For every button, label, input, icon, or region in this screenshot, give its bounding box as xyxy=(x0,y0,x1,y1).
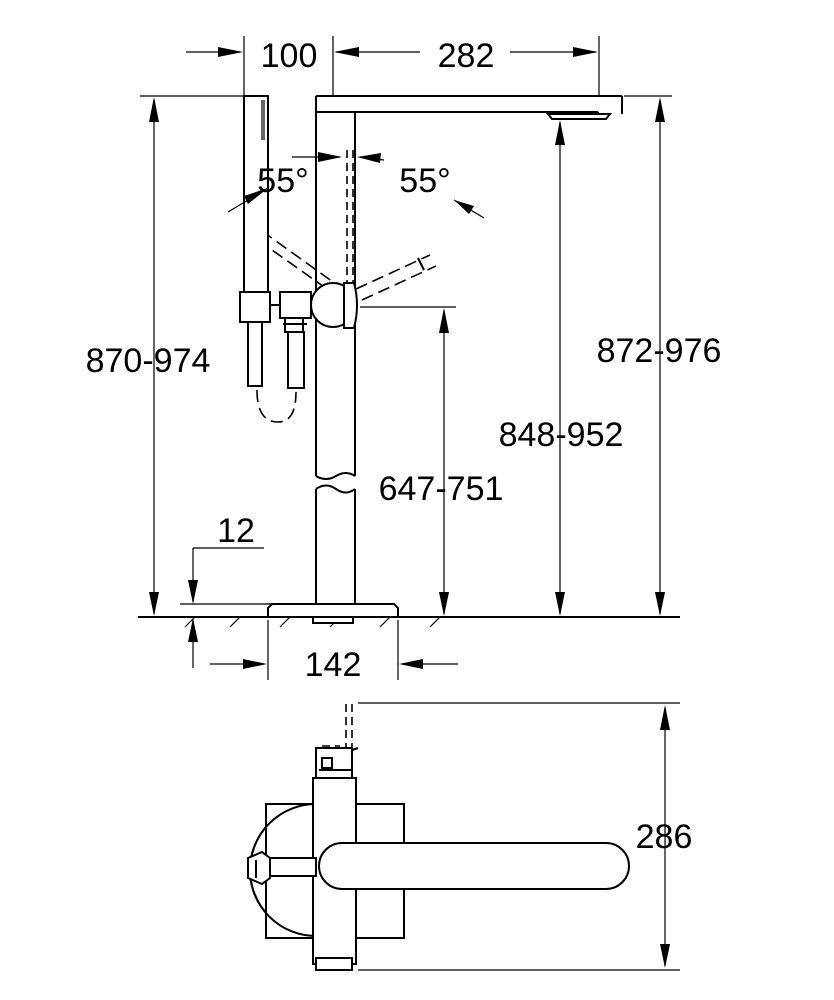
lever-rest-position xyxy=(346,150,354,300)
dim-spout-top-height: 872-976 xyxy=(597,95,722,616)
diverter-connection xyxy=(279,291,312,319)
dim-total-height: 870-974 xyxy=(86,95,244,616)
plate-fixing xyxy=(312,616,354,624)
dim-outlet-height-label: 848-952 xyxy=(499,416,624,454)
dim-spout-reach-label: 282 xyxy=(438,37,495,75)
plan-column-base xyxy=(315,957,353,971)
plan-view: 286 xyxy=(247,702,693,971)
mixer-knob xyxy=(343,282,358,329)
dim-plate-thickness-label: 12 xyxy=(217,512,255,550)
spout-outlet xyxy=(545,113,613,120)
dim-plan-depth: 286 xyxy=(358,702,693,971)
dim-plan-depth-label: 286 xyxy=(636,818,693,856)
dim-outlet-height: 848-952 xyxy=(499,120,624,616)
dim-mixer-height-label: 647-751 xyxy=(379,470,504,508)
dim-rotation-angles: 55° 55° xyxy=(227,152,485,219)
dim-spout-reach: 282 xyxy=(332,36,600,96)
dim-handshower-offset: 100 xyxy=(186,36,317,96)
front-elevation-view: 870-974 100 282 xyxy=(86,36,722,684)
dim-plate-width-label: 142 xyxy=(305,646,362,684)
handshower xyxy=(239,95,305,423)
plan-spout xyxy=(318,842,630,890)
dim-handshower-offset-label: 100 xyxy=(261,37,318,75)
plan-handshower-connection xyxy=(247,850,317,886)
dim-plate-thickness: 12 xyxy=(180,512,272,668)
floor-plate xyxy=(267,603,399,618)
dim-mixer-height: 647-751 xyxy=(360,306,504,616)
plan-lever xyxy=(315,704,359,779)
floor-line xyxy=(138,616,680,628)
angle-right-label: 55° xyxy=(399,162,450,200)
column-lower xyxy=(315,484,356,604)
lever-rotated-left xyxy=(257,230,341,295)
lever-rotated-right xyxy=(355,254,437,301)
dim-spout-top-height-label: 872-976 xyxy=(597,332,722,370)
angle-left-label: 55° xyxy=(257,162,308,200)
dim-total-height-label: 870-974 xyxy=(86,342,211,380)
dim-plate-width: 142 xyxy=(210,620,458,684)
